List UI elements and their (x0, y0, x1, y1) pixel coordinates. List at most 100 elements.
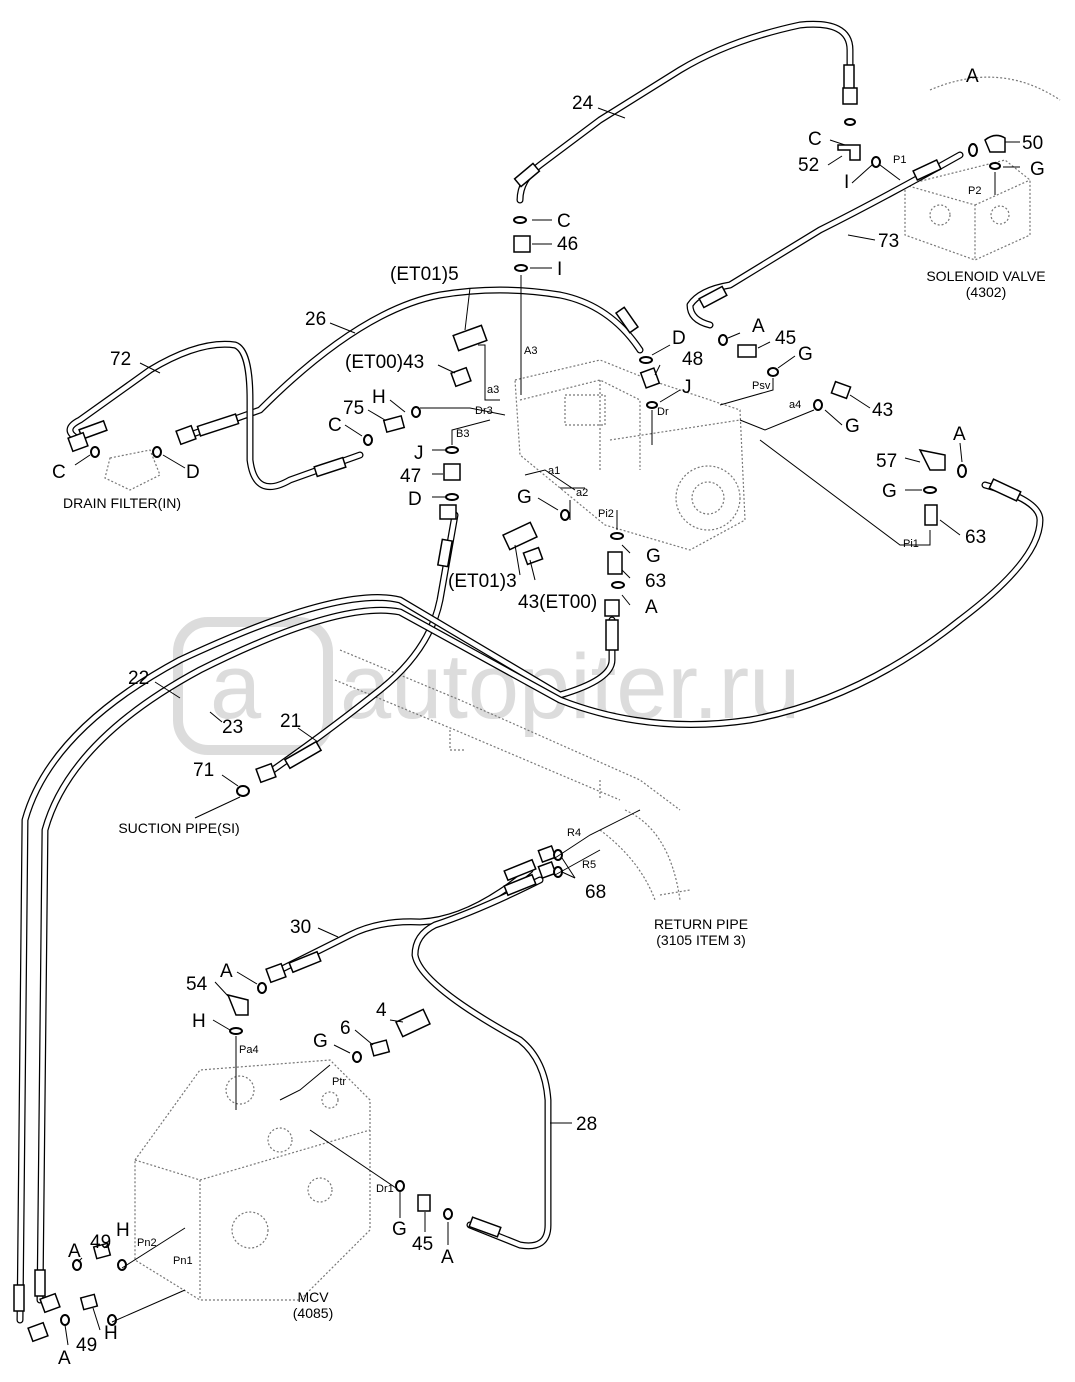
port-Psv: Psv (752, 380, 771, 392)
port-P1: P1 (893, 154, 906, 166)
letter-G-solenoid: G (1030, 159, 1045, 180)
letter-G-43: G (845, 416, 860, 437)
hose-26 (186, 286, 644, 439)
adapter-63a (924, 504, 938, 526)
letter-J-47: J (414, 443, 424, 464)
callout-63b: 63 (645, 571, 666, 592)
component-captions: SOLENOID VALVE (4302) DRAIN FILTER(IN) S… (63, 268, 1046, 1321)
letter-A-45: A (752, 316, 765, 337)
sensor-et01-3 (502, 521, 538, 551)
leader-lines (64, 107, 1020, 1346)
callout-71: 71 (193, 760, 214, 781)
letter-G-6: G (313, 1031, 328, 1052)
letter-G-a2: G (517, 487, 532, 508)
adapter-49b (79, 1293, 99, 1311)
drain-filter-body (104, 449, 161, 491)
solenoid-valve-label: SOLENOID VALVE (926, 268, 1045, 284)
hose-30 (276, 866, 534, 974)
port-Pn1: Pn1 (173, 1255, 193, 1267)
mcv-body (134, 1059, 371, 1301)
callout-45b: 45 (412, 1234, 433, 1255)
port-R4: R4 (567, 827, 581, 839)
callout-54: 54 (186, 974, 208, 995)
letter-A-63: A (645, 597, 658, 618)
main-pump-body (514, 359, 746, 551)
letter-A-57: A (953, 424, 966, 445)
port-Dr1: Dr1 (376, 1183, 394, 1195)
callout-24: 24 (572, 93, 594, 114)
letter-A-49b: A (58, 1348, 71, 1369)
callout-21: 21 (280, 711, 301, 732)
hose-21 (266, 511, 459, 776)
callout-et01-3: (ET01)3 (448, 571, 517, 592)
sensor-et01-5 (452, 324, 488, 352)
letter-C-75: C (328, 415, 342, 436)
callout-57: 57 (876, 451, 897, 472)
callout-50: 50 (1022, 133, 1043, 154)
adapter-48 (639, 367, 661, 389)
letter-J-dr: J (682, 377, 692, 398)
fitting-r5 (537, 861, 557, 879)
callout-6: 6 (340, 1018, 351, 1039)
letter-G-63: G (882, 481, 897, 502)
port-Pi1: Pi1 (903, 538, 919, 550)
callout-52: 52 (798, 155, 819, 176)
drain-filter-label: DRAIN FILTER(IN) (63, 495, 181, 511)
callout-26: 26 (305, 309, 326, 330)
letter-A-solenoid: A (966, 66, 979, 87)
callout-49b: 49 (76, 1335, 97, 1356)
adapter-6 (369, 1039, 391, 1057)
sensor-4 (395, 1008, 431, 1038)
letter-H-75: H (372, 387, 386, 408)
fitting-21-end (255, 762, 277, 784)
hose-72 (66, 340, 364, 491)
hose-end-crimps (13, 64, 1022, 1312)
return-pipe-label: RETURN PIPE (654, 916, 748, 932)
adapter-45b (417, 1194, 431, 1212)
hose-22 (16, 594, 616, 1324)
callout-73: 73 (878, 231, 899, 252)
adapter-46 (513, 235, 531, 253)
solenoid-valve-body (904, 76, 1061, 261)
plug-43-et00 (522, 546, 544, 566)
return-pipe-code: (3105 ITEM 3) (656, 932, 745, 948)
fitting-23-end (39, 1292, 61, 1314)
callout-43-et00: 43(ET00) (518, 592, 597, 613)
part-callouts: 24 50 52 73 46 (ET01)5 26 72 (ET00)43 48… (76, 93, 1043, 1356)
letter-H-49a: H (116, 1220, 130, 1241)
letter-A-45b: A (441, 1247, 454, 1268)
callout-4: 4 (376, 1000, 387, 1021)
fitting-21-top (439, 504, 457, 520)
letter-A-54: A (220, 961, 233, 982)
callout-47: 47 (400, 466, 421, 487)
callout-49a: 49 (90, 1232, 111, 1253)
hoses (16, 20, 1044, 1324)
letter-A-49a: A (68, 1241, 81, 1262)
elbow-54 (226, 993, 249, 1016)
letter-C-46: C (557, 211, 571, 232)
letter-D-drain-filter: D (186, 462, 200, 483)
mcv-label: MCV (297, 1289, 329, 1305)
fitting-22-end (604, 599, 620, 617)
port-Pa4: Pa4 (239, 1044, 259, 1056)
port-Dr3: Dr3 (475, 405, 493, 417)
port-A3: A3 (524, 345, 537, 357)
plug-et00-43 (450, 366, 472, 388)
ghost-outlines (104, 76, 1061, 1301)
callout-45a: 45 (775, 328, 796, 349)
letter-I-46: I (557, 259, 562, 280)
elbow-50 (984, 134, 1006, 153)
port-a1: a1 (548, 465, 560, 477)
letter-callouts: A C I G C I D A G J H C G A G C D J D G … (52, 66, 1045, 1369)
callout-et00-43: (ET00)43 (345, 352, 424, 373)
mcv-code: (4085) (293, 1305, 333, 1321)
fittings (27, 87, 1006, 1343)
port-Dr: Dr (657, 406, 669, 418)
elbow-57 (918, 448, 946, 471)
suction-pipe-label: SUCTION PIPE(SI) (118, 820, 239, 836)
port-Pi2: Pi2 (598, 508, 614, 520)
callout-72: 72 (110, 349, 131, 370)
callout-63a: 63 (965, 527, 986, 548)
adapter-63b (607, 551, 623, 575)
fitting-30-end (265, 962, 287, 984)
